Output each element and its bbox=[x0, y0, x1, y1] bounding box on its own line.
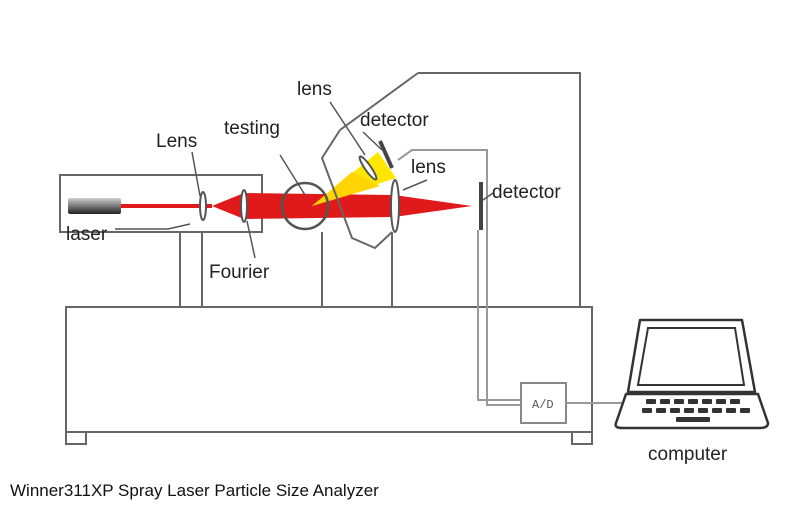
label-lens-left: Lens bbox=[156, 131, 197, 152]
label-lens-right: lens bbox=[411, 157, 446, 178]
lens-left-icon bbox=[199, 191, 207, 221]
label-computer: computer bbox=[648, 444, 728, 465]
computer-icon bbox=[614, 318, 770, 430]
laser-source bbox=[68, 198, 121, 214]
base-foot-left bbox=[65, 431, 87, 445]
label-testing: testing bbox=[224, 118, 280, 139]
ad-converter bbox=[520, 382, 567, 424]
signal-line bbox=[397, 149, 521, 406]
label-laser: laser bbox=[66, 224, 108, 245]
testing-cell bbox=[280, 181, 330, 231]
housing-roof bbox=[339, 72, 419, 131]
label-detector-right: detector bbox=[492, 182, 561, 203]
scattered-light-inner bbox=[312, 172, 380, 206]
signal-line-2 bbox=[477, 230, 521, 401]
label-fourier: Fourier bbox=[209, 262, 270, 283]
label-ad: A/D bbox=[532, 398, 554, 412]
base-foot-right bbox=[571, 431, 593, 445]
diagram-caption: Winner311XP Spray Laser Particle Size An… bbox=[10, 481, 379, 500]
label-lens-top: lens bbox=[297, 79, 332, 100]
leader-lines bbox=[115, 101, 494, 259]
fourier-lens-icon bbox=[240, 189, 248, 223]
lens-right-icon bbox=[390, 179, 400, 233]
expanded-beam bbox=[212, 193, 472, 219]
side-detector-housing bbox=[320, 129, 393, 250]
side-lens-icon bbox=[358, 155, 378, 181]
label-detector-top: detector bbox=[360, 110, 429, 131]
detector-top-icon bbox=[378, 140, 394, 169]
instrument-base bbox=[65, 306, 593, 433]
